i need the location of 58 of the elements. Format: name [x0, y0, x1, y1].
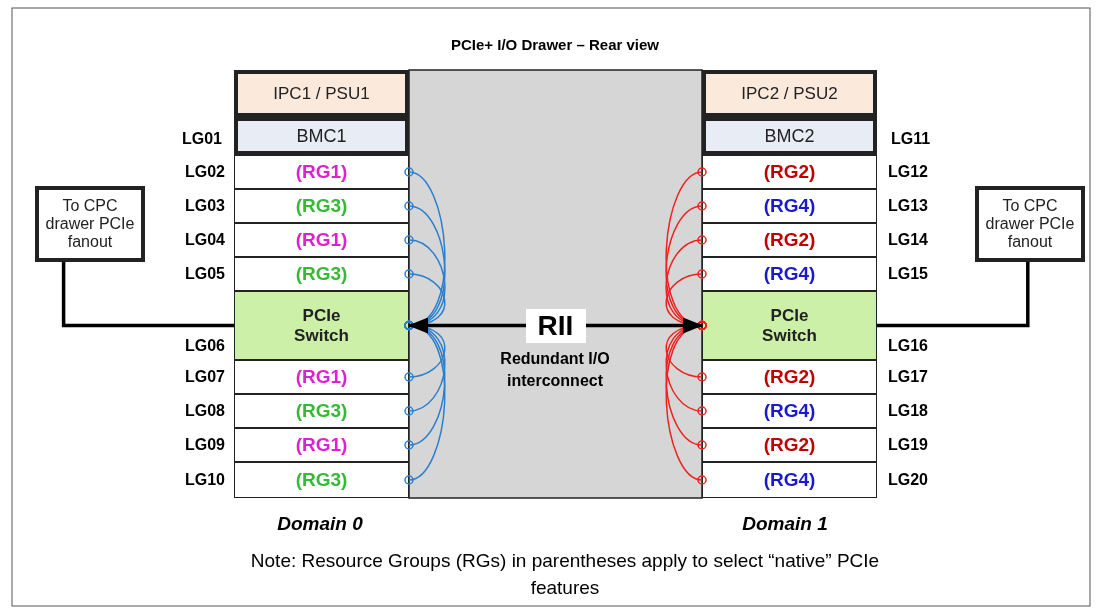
- box-label: BMC1: [295, 125, 348, 147]
- slot-group-label: (RG3): [294, 195, 349, 217]
- power-supply-box: [234, 70, 409, 117]
- slot-group-label: (RG1): [294, 229, 349, 251]
- edge-label: RII: [525, 308, 586, 343]
- slot-group-label: (RG2): [762, 161, 817, 183]
- box-label: PCIe Switch: [293, 305, 350, 346]
- slot-number: LG19: [888, 436, 928, 454]
- slot-group-label: (RG2): [762, 366, 817, 388]
- slot-number: LG13: [888, 197, 928, 215]
- fan-out-line: [404, 320, 446, 485]
- slot-number: LG04: [185, 231, 225, 249]
- slot-group-label: (RG4): [762, 400, 817, 422]
- slot-number: LG20: [888, 471, 928, 489]
- cable-line: [61, 262, 234, 328]
- domain-label: Domain 1: [741, 513, 829, 535]
- slot-number: LG16: [888, 337, 928, 355]
- slot-group-label: (RG2): [762, 229, 817, 251]
- slot-number: LG08: [185, 402, 225, 420]
- note-text: Note: Resource Groups (RGs) in parentheses apply to select “native” PCIe features: [249, 549, 881, 600]
- description-label: Redundant I/O interconnect: [499, 349, 611, 391]
- slot-number: LG15: [888, 265, 928, 283]
- cable-line: [877, 262, 1030, 328]
- slot-group-label: (RG4): [762, 469, 817, 491]
- slot-group-label: (RG3): [294, 469, 349, 491]
- power-supply-box: [702, 70, 877, 117]
- slot-group-label: (RG3): [294, 263, 349, 285]
- slot-number: LG11: [891, 130, 931, 148]
- domain-label: Domain 0: [276, 513, 364, 535]
- slot-number: LG02: [185, 163, 225, 181]
- slot-number: LG09: [185, 436, 225, 454]
- box-label: To CPC drawer PCIe fanout: [44, 197, 136, 251]
- slot-group-label: (RG2): [762, 434, 817, 456]
- box-label: IPC1 / PSU1: [272, 83, 371, 104]
- slot-number: LG10: [185, 471, 225, 489]
- slot-number: LG12: [888, 163, 928, 181]
- slot-number: LG07: [185, 368, 225, 386]
- slot-group-label: (RG1): [294, 434, 349, 456]
- slot-group-label: (RG4): [762, 195, 817, 217]
- title: PCIe+ I/O Drawer – Rear view: [450, 36, 660, 53]
- slot-number: LG06: [185, 337, 225, 355]
- slot-group-label: (RG4): [762, 263, 817, 285]
- slot-number: LG14: [888, 231, 928, 249]
- fanout-box: [975, 186, 1085, 262]
- fanout-box: [35, 186, 145, 262]
- slot-number: LG03: [185, 197, 225, 215]
- slot-number: LG17: [888, 368, 928, 386]
- box-label: To CPC drawer PCIe fanout: [984, 197, 1076, 251]
- slot-group-label: (RG1): [294, 161, 349, 183]
- fan-out-line: [665, 320, 707, 485]
- box-label: IPC2 / PSU2: [740, 83, 839, 104]
- slot-group-label: (RG1): [294, 366, 349, 388]
- slot-number: LG05: [185, 265, 225, 283]
- slot-group-label: (RG3): [294, 400, 349, 422]
- slot-number: LG01: [182, 130, 222, 148]
- box-label: PCIe Switch: [761, 305, 818, 346]
- slot-number: LG18: [888, 402, 928, 420]
- box-label: BMC2: [763, 125, 816, 147]
